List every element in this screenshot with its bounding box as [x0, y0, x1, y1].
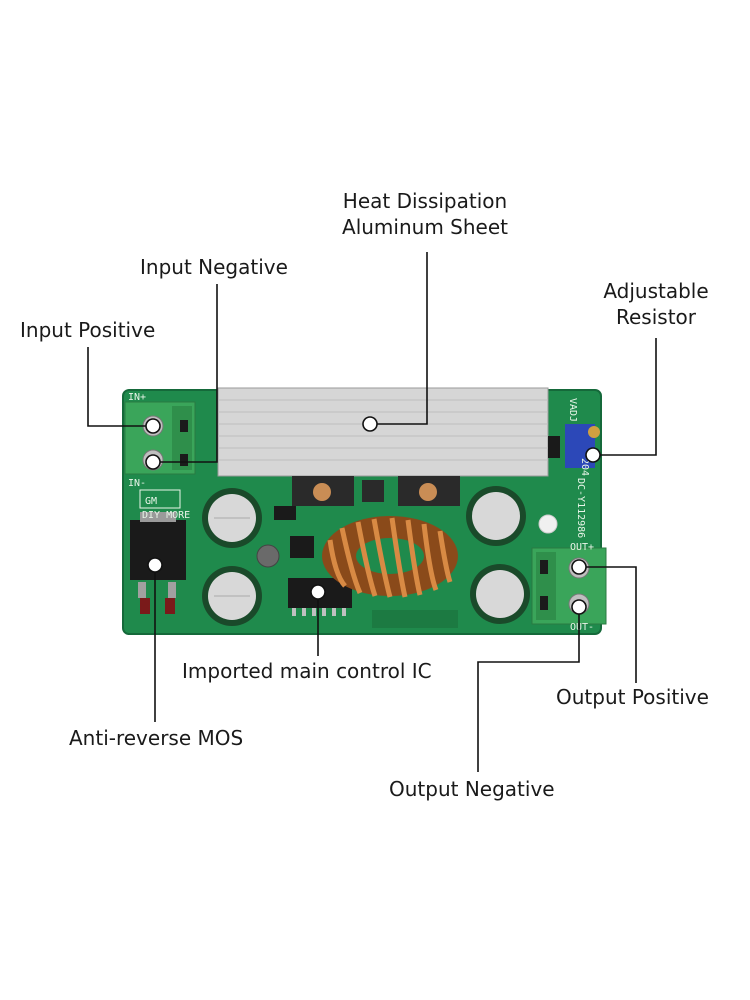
dot-main-ic	[310, 584, 326, 600]
dot-heat-sink	[362, 416, 378, 432]
dot-adjustable-resistor	[585, 447, 601, 463]
label-anti-reverse: Anti-reverse MOS	[69, 726, 244, 750]
adjustable-resistor	[565, 424, 600, 468]
heat-sink	[217, 387, 549, 506]
label-adjustable-line1: Adjustable	[603, 279, 709, 303]
leader-input-positive	[87, 347, 153, 427]
label-input-positive: Input Positive	[20, 318, 156, 342]
silk-board-id: DC-Y112986	[575, 478, 586, 538]
label-output-positive: Output Positive	[556, 685, 709, 709]
capacitor-left-bottom	[202, 566, 262, 626]
capacitor-left-top	[202, 488, 262, 548]
silk-in-minus: IN-	[128, 478, 146, 489]
leader-adjustable-resistor	[593, 338, 657, 456]
leader-heat-sink	[370, 252, 428, 425]
label-main-ic: Imported main control IC	[182, 659, 432, 683]
dot-input-negative	[145, 454, 161, 470]
svg-text:GM: GM	[145, 496, 157, 507]
toroid-inductor	[322, 516, 458, 598]
leader-input-negative	[153, 284, 218, 463]
capacitor-right-top	[466, 486, 526, 546]
label-input-negative: Input Negative	[140, 255, 288, 279]
label-adjustable-resistor: Adjustable Resistor	[586, 278, 726, 330]
label-heat-sink: Heat Dissipation Aluminum Sheet	[325, 188, 525, 240]
silk-logo-text: DIY MORE	[142, 510, 190, 521]
dot-anti-reverse	[147, 557, 163, 573]
label-output-negative: Output Negative	[389, 777, 555, 801]
dot-output-positive	[571, 559, 587, 575]
dot-input-positive	[145, 418, 161, 434]
silk-vadj: VADJ	[567, 398, 578, 422]
leader-lines	[87, 252, 657, 772]
capacitor-right-bottom	[470, 564, 530, 624]
label-adjustable-line2: Resistor	[616, 305, 696, 329]
label-heat-sink-line2: Aluminum Sheet	[342, 215, 508, 239]
silk-in-plus: IN+	[128, 392, 146, 403]
pointer-dots	[145, 416, 601, 615]
brand-logo	[139, 489, 181, 509]
silk-pot-code: 204	[579, 458, 590, 476]
label-heat-sink-line1: Heat Dissipation	[342, 189, 508, 213]
leader-output-positive	[579, 566, 637, 683]
silk-out-minus: OUT-	[570, 622, 594, 633]
dot-output-negative	[571, 599, 587, 615]
silk-out-plus: OUT+	[570, 542, 594, 553]
output-terminal-block	[531, 547, 607, 625]
leader-output-negative	[477, 607, 580, 772]
